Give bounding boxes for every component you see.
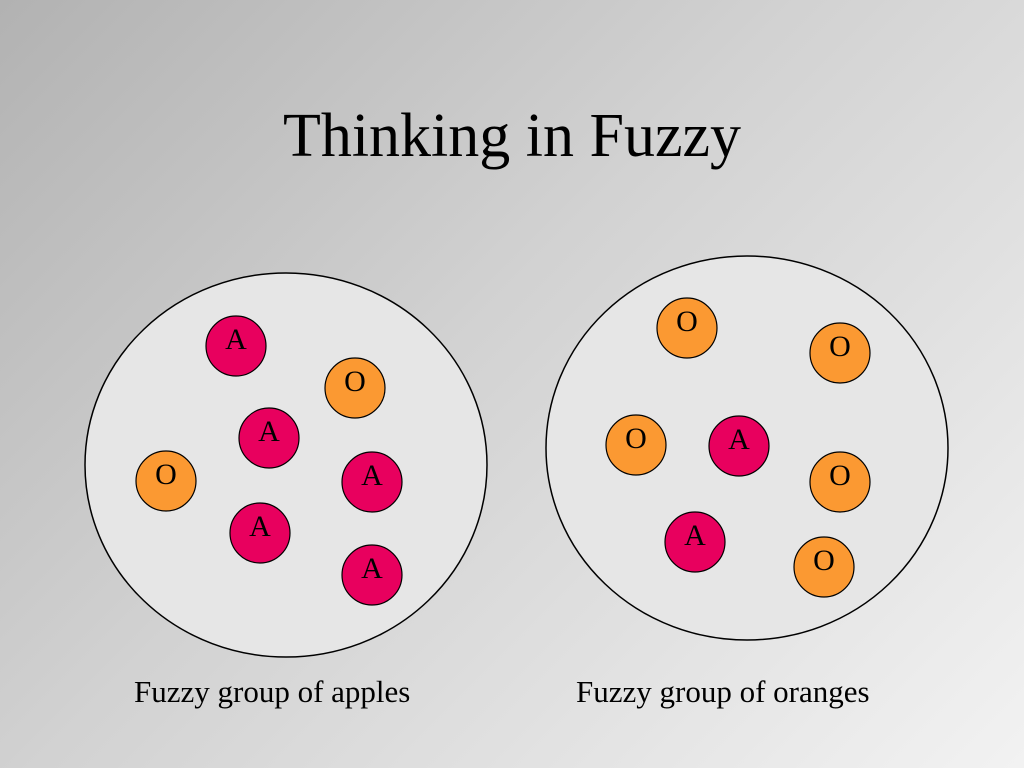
oranges-group: O O O A O A O (545, 255, 949, 641)
orange-token-circle (605, 414, 667, 476)
apple-token-label: A (258, 415, 280, 448)
orange-token: O (809, 451, 871, 513)
orange-token-label: O (813, 544, 835, 577)
apple-token-circle (229, 502, 291, 564)
apple-token-label: A (361, 459, 383, 492)
apple-token-circle (341, 451, 403, 513)
orange-token: O (605, 414, 667, 476)
orange-token-label: O (625, 422, 647, 455)
orange-token: O (656, 297, 718, 359)
apple-token: A (229, 502, 291, 564)
apple-token-circle (664, 511, 726, 573)
apple-token-label: A (728, 423, 750, 456)
apple-token: A (238, 407, 300, 469)
apple-token-circle (205, 315, 267, 377)
orange-token: O (135, 450, 197, 512)
orange-token: O (809, 322, 871, 384)
orange-token-circle (809, 451, 871, 513)
apples-group: A O A O A A A (84, 272, 488, 658)
apple-token-circle (341, 544, 403, 606)
apples-group-tokens: A O A O A A A (135, 315, 403, 606)
apple-token: A (341, 544, 403, 606)
oranges-group-tokens: O O O A O A O (605, 297, 871, 598)
orange-token-label: O (829, 459, 851, 492)
orange-token-label: O (829, 330, 851, 363)
apple-token: A (205, 315, 267, 377)
orange-token: O (793, 536, 855, 598)
apple-token-label: A (361, 552, 383, 585)
orange-token-circle (809, 322, 871, 384)
apple-token-circle (238, 407, 300, 469)
oranges-group-caption: Fuzzy group of oranges (576, 674, 870, 709)
orange-token-circle (324, 357, 386, 419)
orange-token: O (324, 357, 386, 419)
orange-token-label: O (155, 458, 177, 491)
orange-token-circle (793, 536, 855, 598)
apple-token: A (341, 451, 403, 513)
apple-token: A (708, 415, 770, 477)
orange-token-circle (135, 450, 197, 512)
orange-token-label: O (676, 305, 698, 338)
orange-token-label: O (344, 365, 366, 398)
apple-token-label: A (684, 519, 706, 552)
apples-group-caption: Fuzzy group of apples (134, 674, 411, 709)
apple-token: A (664, 511, 726, 573)
apple-token-label: A (225, 323, 247, 356)
apple-token-circle (708, 415, 770, 477)
orange-token-circle (656, 297, 718, 359)
apple-token-label: A (249, 510, 271, 543)
slide-title: Thinking in Fuzzy (282, 102, 742, 170)
